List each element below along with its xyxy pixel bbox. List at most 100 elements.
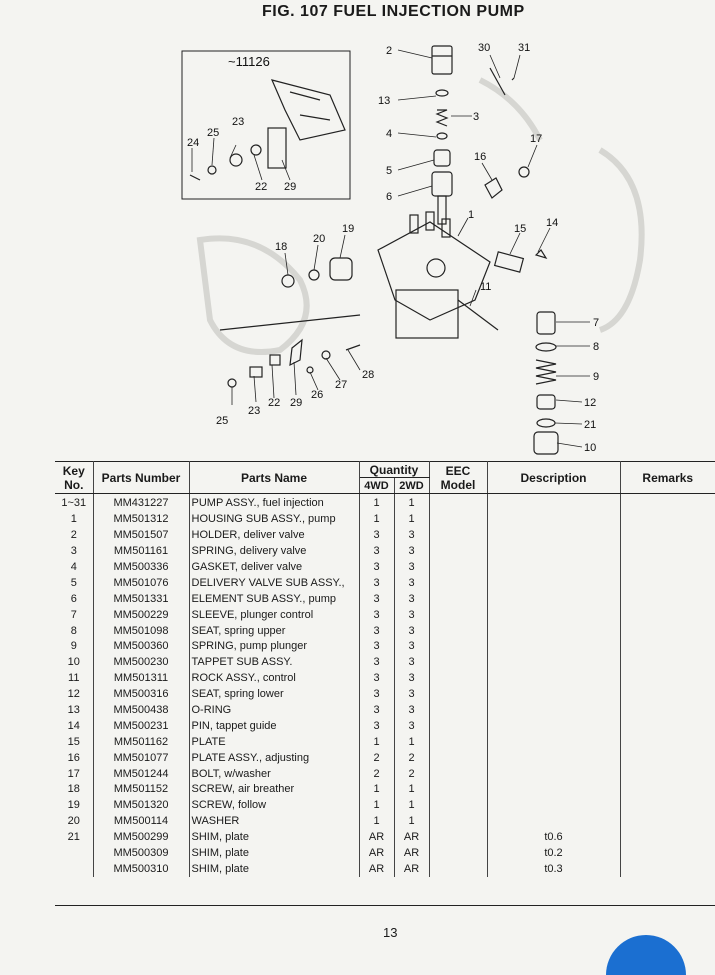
cell-remarks <box>620 671 715 687</box>
cell-remarks <box>620 623 715 639</box>
cell-qty-4wd: 3 <box>359 575 395 592</box>
cell-qty-2wd: 1 <box>394 813 430 830</box>
header-remarks: Remarks <box>620 461 715 494</box>
cell-parts-number: MM500299 <box>93 829 190 846</box>
cell-parts-name: DELIVERY VALVE SUB ASSY., <box>189 575 360 592</box>
cell-parts-number: MM501507 <box>93 527 190 544</box>
cell-qty-2wd: 3 <box>394 718 430 735</box>
cell-description <box>487 639 621 655</box>
cell-eec-model <box>429 591 488 608</box>
page-title: FIG. 107 FUEL INJECTION PUMP <box>262 3 525 20</box>
callout: 21 <box>584 419 596 431</box>
cell-parts-number: MM500336 <box>93 559 190 576</box>
cell-eec-model <box>429 718 488 735</box>
cell-key-no <box>55 845 94 862</box>
cell-parts-name: PUMP ASSY., fuel injection <box>189 493 360 512</box>
cell-qty-2wd: 3 <box>394 623 430 640</box>
svg-text:25: 25 <box>207 127 219 139</box>
cell-description <box>487 543 621 560</box>
cell-key-no: 7 <box>55 607 94 624</box>
cell-description <box>487 591 621 608</box>
cell-eec-model <box>429 559 488 576</box>
cell-qty-4wd: 1 <box>359 734 395 751</box>
cell-eec-model <box>429 607 488 624</box>
cell-qty-4wd: 3 <box>359 543 395 560</box>
header-parts-name: Parts Name <box>189 461 360 494</box>
cell-description <box>487 718 621 735</box>
cell-parts-name: PLATE <box>189 734 360 751</box>
cell-key-no: 21 <box>55 829 94 846</box>
cell-parts-number: MM500310 <box>93 861 190 878</box>
cell-eec-model <box>429 766 488 783</box>
cell-key-no: 11 <box>55 670 94 687</box>
cell-qty-2wd: 3 <box>394 654 430 671</box>
cell-qty-4wd: 3 <box>359 639 395 655</box>
cell-eec-model <box>429 797 488 814</box>
cell-parts-number: MM501077 <box>93 750 190 767</box>
callout: 28 <box>362 369 374 381</box>
cell-parts-name: SEAT, spring upper <box>189 623 360 640</box>
cell-remarks <box>620 750 715 766</box>
cell-parts-name: PIN, tappet guide <box>189 718 360 735</box>
cell-qty-2wd: 3 <box>394 527 430 544</box>
callout: 25 <box>216 415 228 427</box>
header-4wd: 4WD <box>359 477 395 494</box>
delivery-valve-stack <box>431 45 453 225</box>
cell-eec-model <box>429 750 488 767</box>
callout: 16 <box>474 151 486 163</box>
cell-remarks <box>620 639 715 655</box>
cell-qty-2wd: 3 <box>394 575 430 592</box>
cell-key-no: 3 <box>55 543 94 560</box>
cell-remarks <box>620 607 715 623</box>
cell-eec-model <box>429 813 488 830</box>
cell-description: t0.6 <box>487 829 621 846</box>
cell-qty-2wd: 1 <box>394 511 430 528</box>
cell-key-no: 19 <box>55 797 94 814</box>
callout: 5 <box>386 165 392 177</box>
cell-qty-4wd: 1 <box>359 782 395 798</box>
cell-description: t0.3 <box>487 861 621 878</box>
cell-parts-name: O-RING <box>189 702 360 719</box>
cell-parts-number: MM501098 <box>93 623 190 640</box>
header-2wd: 2WD <box>394 477 430 494</box>
cell-qty-2wd: AR <box>394 845 430 862</box>
callout: 20 <box>313 233 325 245</box>
cell-qty-2wd: 3 <box>394 702 430 719</box>
cell-remarks <box>620 814 715 830</box>
cell-parts-number: MM501152 <box>93 782 190 798</box>
cell-eec-model <box>429 829 488 846</box>
cell-qty-4wd: 3 <box>359 607 395 624</box>
callout: 24 <box>187 137 199 149</box>
pump-housing-drawing <box>377 211 499 339</box>
callout: 18 <box>275 241 287 253</box>
cell-parts-name: SEAT, spring lower <box>189 686 360 703</box>
cell-qty-4wd: 2 <box>359 750 395 767</box>
cell-parts-name: SPRING, delivery valve <box>189 543 360 560</box>
cell-parts-name: GASKET, deliver valve <box>189 559 360 576</box>
cell-parts-name: SPRING, pump plunger <box>189 639 360 655</box>
cell-description <box>487 670 621 687</box>
callout: 26 <box>311 389 323 401</box>
cell-eec-model <box>429 654 488 671</box>
cell-qty-4wd: AR <box>359 861 395 878</box>
callout: 13 <box>378 95 390 107</box>
cell-remarks <box>620 766 715 782</box>
callout: 17 <box>530 133 542 145</box>
cell-key-no: 6 <box>55 591 94 608</box>
cell-remarks <box>620 528 715 544</box>
cell-qty-2wd: 1 <box>394 782 430 798</box>
cell-key-no: 9 <box>55 639 94 655</box>
cell-key-no <box>55 861 94 878</box>
cell-parts-number: MM500360 <box>93 639 190 655</box>
cell-parts-name: SLEEVE, plunger control <box>189 607 360 624</box>
cell-eec-model <box>429 734 488 751</box>
cell-key-no: 5 <box>55 575 94 592</box>
